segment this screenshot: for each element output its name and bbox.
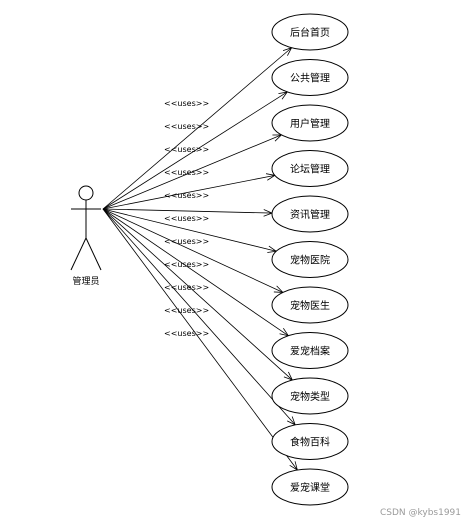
actor-left-leg bbox=[70, 237, 87, 271]
use-case-label: 后台首页 bbox=[290, 26, 330, 39]
use-case-ellipse bbox=[271, 150, 349, 187]
association-line bbox=[102, 174, 275, 210]
use-case-label: 宠物类型 bbox=[290, 390, 330, 403]
use-case-ellipse bbox=[271, 195, 349, 233]
use-case-label: 论坛管理 bbox=[290, 163, 330, 176]
use-case-label: 公共管理 bbox=[290, 72, 330, 85]
use-case-ellipse bbox=[271, 332, 349, 369]
association-line bbox=[102, 208, 293, 381]
association-line bbox=[102, 208, 289, 337]
association-line bbox=[102, 91, 288, 210]
uses-label: <<uses>> bbox=[164, 260, 209, 269]
association-line bbox=[102, 47, 292, 210]
uses-labels: <<uses>> <<uses>> <<uses>> <<uses>> <<uses>>… bbox=[164, 99, 209, 338]
use-case-ellipse bbox=[271, 468, 349, 506]
use-case-ellipse bbox=[271, 241, 349, 278]
actor-right-leg bbox=[85, 237, 102, 271]
association-line bbox=[102, 208, 273, 214]
uses-label: <<uses>> bbox=[164, 145, 209, 154]
uses-label: <<uses>> bbox=[164, 214, 209, 223]
use-case-label: 宠物医生 bbox=[290, 299, 330, 312]
uses-label: <<uses>> bbox=[164, 191, 209, 200]
association-line bbox=[102, 208, 296, 426]
association-line bbox=[102, 134, 282, 210]
association-line bbox=[102, 208, 277, 252]
use-case-ellipse bbox=[271, 423, 349, 460]
actor-head bbox=[78, 185, 94, 201]
use-case-label: 食物百科 bbox=[290, 436, 330, 449]
use-case-label: 爱宠课堂 bbox=[290, 481, 330, 494]
uses-label: <<uses>> bbox=[164, 122, 209, 131]
uses-label: <<uses>> bbox=[164, 237, 209, 246]
watermark: CSDN @kybs1991 bbox=[379, 508, 461, 518]
uses-label: <<uses>> bbox=[164, 99, 209, 108]
use-case-ellipse bbox=[271, 13, 349, 51]
actor-admin: 管理员 bbox=[70, 185, 102, 287]
association-line bbox=[102, 208, 284, 293]
association-lines bbox=[102, 47, 299, 471]
uses-label: <<uses>> bbox=[164, 168, 209, 177]
use-case-label: 用户管理 bbox=[290, 117, 330, 130]
uses-label: <<uses>> bbox=[164, 329, 209, 338]
use-cases: 后台首页公共管理用户管理论坛管理资讯管理宠物医院宠物医生爱宠档案宠物类型食物百科… bbox=[271, 13, 349, 506]
actor-label: 管理员 bbox=[72, 275, 99, 287]
uses-label: <<uses>> bbox=[164, 283, 209, 292]
use-case-ellipse bbox=[271, 59, 349, 96]
use-case-label: 爱宠档案 bbox=[290, 345, 330, 358]
use-case-ellipse bbox=[271, 286, 349, 324]
use-case-label: 宠物医院 bbox=[290, 254, 330, 267]
use-case-ellipse bbox=[271, 377, 349, 415]
association-line bbox=[102, 208, 298, 471]
uses-label: <<uses>> bbox=[164, 306, 209, 315]
use-case-ellipse bbox=[271, 104, 349, 142]
use-case-label: 资讯管理 bbox=[290, 208, 330, 221]
